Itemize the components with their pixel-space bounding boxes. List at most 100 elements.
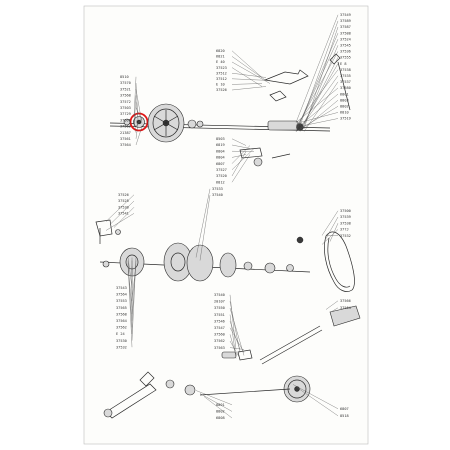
leader-line [295,14,339,123]
part-number-label: 37588 [340,31,351,35]
leader-line [113,207,135,228]
part-number-label: E 24 [116,332,125,336]
leader-line [109,200,135,225]
bracket-nut [115,229,121,235]
hub-nut-left [102,260,110,268]
upper-link [269,90,287,102]
part-number-label: 6804 [216,149,225,153]
leader-line [299,57,339,132]
part-number-label: 8802 [216,410,225,414]
part-number-label: 37587 [340,25,351,29]
part-number-label: 37564 [116,293,127,297]
part-number-label: 37535 [340,74,351,78]
tensioner-knob [296,236,304,244]
leader-line [303,26,339,129]
part-number-label: 6810 [340,111,349,115]
leader-line [231,61,271,84]
part-number-label: 37566 [340,299,351,303]
part-number-label: 37564 [116,319,127,323]
part-number-label: 37589 [340,19,351,23]
leader-line [105,194,135,222]
leader-line [299,112,339,123]
part-number-label: 37551 [214,313,225,317]
part-number-label: 37568 [116,312,127,316]
leader-line [295,51,339,129]
leader-line [135,107,143,121]
pedal [329,305,361,327]
leader-line [292,384,339,409]
label-column-right-top: 3754937589375873758837524375453753637555… [295,13,351,132]
part-number-label: 37549 [340,13,351,17]
leader-line [229,307,245,356]
leader-line [329,307,339,313]
part-number-label: 37565 [116,306,127,310]
leader-line [229,301,241,353]
part-number-label: 6807 [216,162,225,166]
leader-line [203,396,233,419]
leader-line [299,39,339,123]
leader-line [127,257,133,288]
part-number-label: 21387 [120,131,131,135]
hub-cone [243,261,253,271]
leader-line [231,154,247,158]
part-number-label: 37526 [216,88,227,92]
leader-line [299,75,339,129]
part-number-label: 377J [340,228,349,232]
part-number-label: 6804 [216,156,225,160]
crank-washer [165,379,175,389]
part-number-label: 37530 [118,205,129,209]
part-number-label: 6819 [216,143,225,147]
part-number-label: 6801 [340,92,349,96]
part-number-label: 6820 [216,49,225,53]
middle-assembly [99,236,311,282]
leader-line [135,117,143,127]
leader-line [299,20,339,126]
small-bracket [95,219,113,237]
part-number-label: 37521 [120,87,131,91]
leader-line [199,393,233,412]
part-number-label: 8803 [340,98,349,102]
leader-line [127,260,133,348]
part-number-label: 37562 [214,339,225,343]
part-number-label: 37526 [118,193,129,197]
part-number-label: 37564 [340,306,351,310]
leader-line [231,73,267,78]
leader-line [231,86,267,91]
rear-sprocket [264,262,276,274]
leader-line [231,148,255,170]
leader-line [229,294,237,350]
pedal-arm-edge [261,329,323,365]
part-number-label: 37562 [116,326,127,330]
leader-line [231,145,251,164]
part-number-label: 37568 [120,94,131,98]
leader-line [229,327,245,353]
leader-line [229,340,241,359]
lower-spindle [199,388,291,396]
label-column-left-top: 8510375703752137568375723750337729375613… [120,75,143,147]
part-number-label: 37536 [340,50,351,54]
hub-nut-right [286,264,294,272]
leader-line [199,194,211,261]
lower-assembly [103,305,361,419]
leader-line [295,106,339,132]
part-number-label: 37527 [216,168,227,172]
leader-line [231,138,247,146]
leader-line [231,83,263,85]
part-number-label: 20107 [214,300,225,304]
leader-line [105,213,135,231]
part-number-label: 8518 [340,414,349,418]
top-assembly [109,53,351,167]
part-number-label: 37512 [216,71,227,75]
part-number-label: 37560 [214,333,225,337]
leader-line [231,67,263,87]
part-number-label: 37523 [216,66,227,70]
part-number-label: 37520 [216,174,227,178]
leader-line [296,387,339,416]
leader-line [325,216,339,239]
